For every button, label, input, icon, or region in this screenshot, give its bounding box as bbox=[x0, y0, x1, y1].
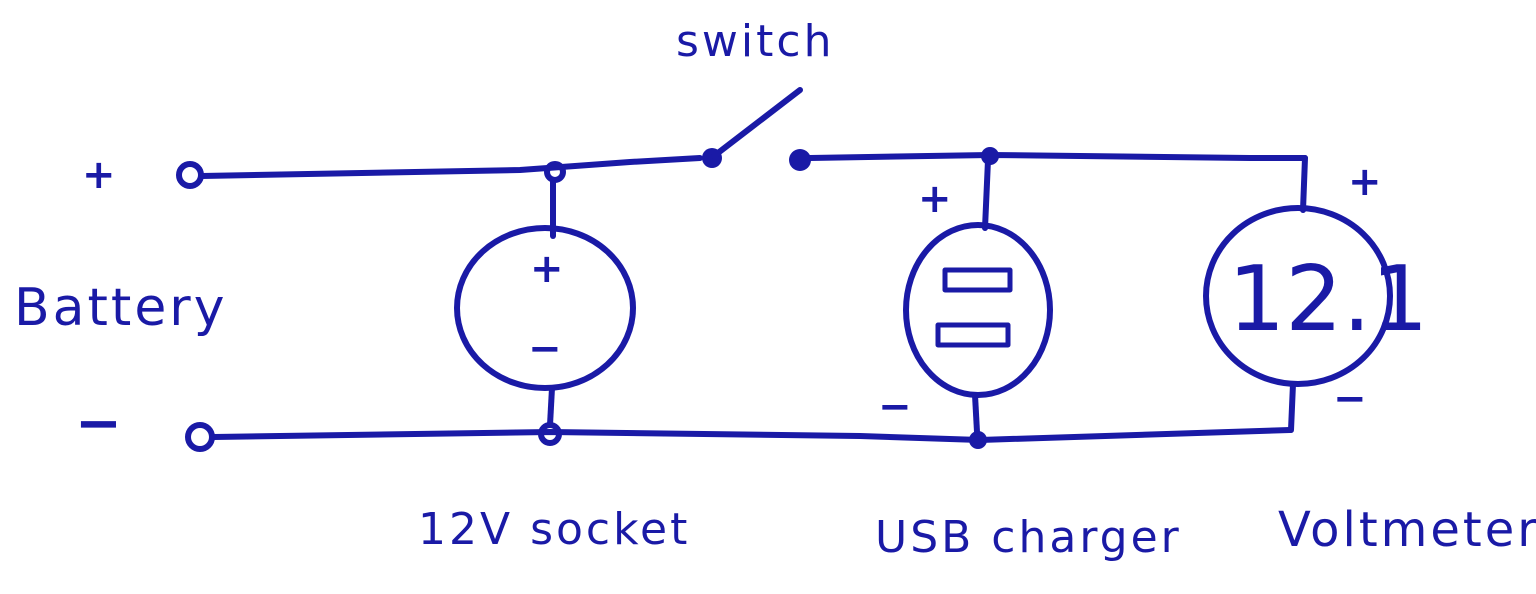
battery-minus-symbol: − bbox=[75, 391, 122, 456]
voltmeter-reading: 12.1 bbox=[1228, 247, 1428, 352]
socket-plus-symbol: + bbox=[530, 246, 564, 292]
socket-top-node bbox=[544, 161, 566, 183]
socket-label: 12V socket bbox=[418, 504, 690, 555]
switch-label: switch bbox=[676, 16, 834, 67]
voltmeter-body bbox=[1203, 205, 1393, 387]
usb-bottom-node bbox=[969, 431, 987, 449]
switch-contact-node bbox=[789, 149, 811, 171]
usb-top-lead bbox=[982, 157, 991, 231]
voltmeter-bottom-lead bbox=[1288, 381, 1296, 433]
battery-positive-terminal bbox=[176, 161, 204, 189]
socket-bottom-lead bbox=[547, 385, 555, 428]
battery-plus-symbol: + bbox=[82, 152, 116, 198]
battery-negative-terminal bbox=[185, 422, 215, 452]
battery-label: Battery bbox=[14, 278, 227, 338]
switch-lever bbox=[711, 87, 803, 159]
socket-bottom-node bbox=[538, 422, 562, 446]
voltmeter-label: Voltmeter bbox=[1278, 502, 1536, 558]
top-wire-right bbox=[807, 152, 1308, 161]
usb-bottom-lead bbox=[972, 392, 980, 435]
voltmeter-plus-symbol: + bbox=[1348, 159, 1382, 205]
usb-label: USB charger bbox=[875, 512, 1182, 563]
top-wire-left bbox=[199, 155, 703, 179]
usb-port-lower bbox=[935, 322, 1011, 348]
usb-port-upper bbox=[942, 267, 1013, 293]
socket-minus-symbol: − bbox=[528, 326, 562, 372]
usb-minus-symbol: − bbox=[878, 384, 912, 430]
voltmeter-minus-symbol: − bbox=[1333, 376, 1367, 422]
voltmeter-top-lead bbox=[1300, 155, 1308, 213]
bottom-wire bbox=[211, 427, 1293, 443]
usb-plus-symbol: + bbox=[918, 176, 952, 222]
usb-body bbox=[903, 222, 1053, 398]
socket-body bbox=[454, 225, 636, 391]
